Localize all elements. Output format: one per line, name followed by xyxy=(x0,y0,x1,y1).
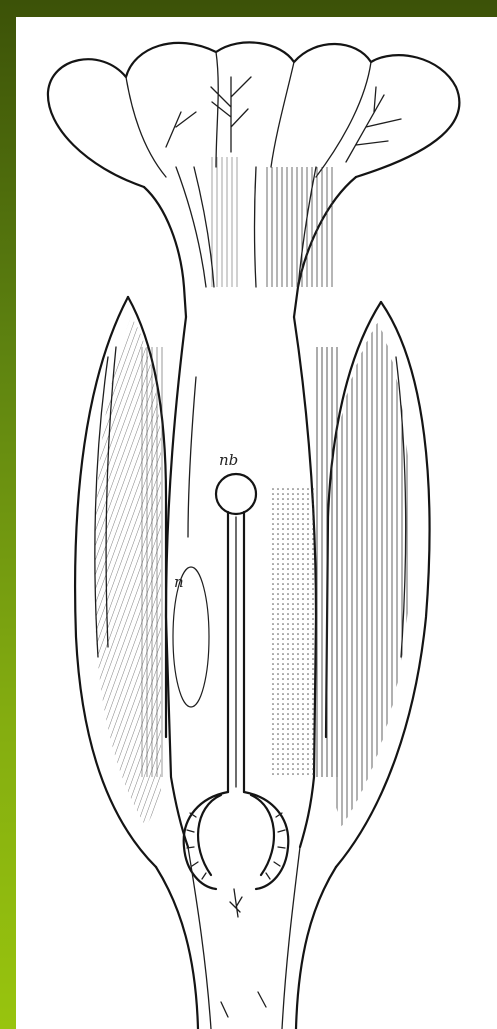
tube-walls xyxy=(141,317,341,847)
corolla-lobes xyxy=(48,42,459,187)
stigma-label: nb xyxy=(219,451,238,469)
ovary-side-label: n xyxy=(174,573,184,591)
figure-sheet: nb n xyxy=(16,17,497,1029)
ovary xyxy=(184,792,289,917)
calyx-right-sepal xyxy=(326,302,430,867)
flower-longitudinal-section-diagram: nb n xyxy=(16,17,497,1029)
pistil xyxy=(216,474,256,792)
corolla-tube xyxy=(144,157,356,317)
pedicel xyxy=(156,847,336,1029)
